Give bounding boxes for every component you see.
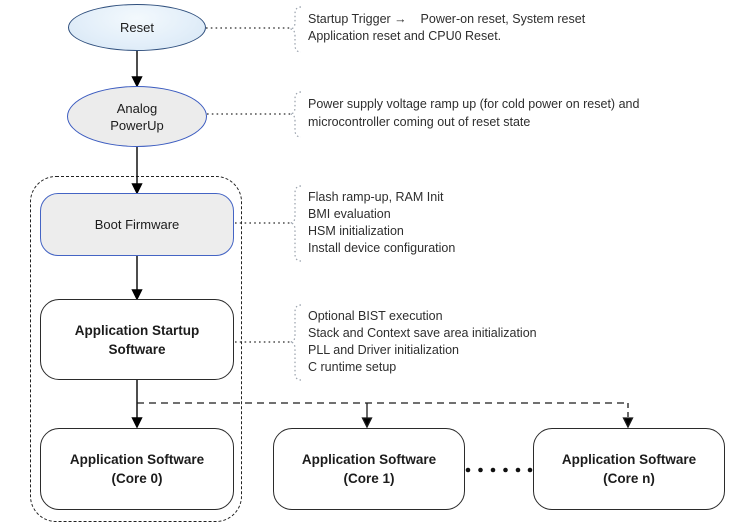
dashed-group-outline: [30, 176, 242, 522]
annotation-boot-firmware: Flash ramp-up, RAM Init BMI evaluation H…: [308, 189, 455, 257]
brace-icon: [289, 6, 302, 53]
dotted-connectors: [206, 27, 290, 343]
annotation-app-startup: Optional BIST execution Stack and Contex…: [308, 308, 537, 376]
node-boot-firmware: Boot Firmware: [40, 193, 234, 256]
node-application-software-core1: Application Software (Core 1): [273, 428, 465, 510]
brace-icon: [289, 185, 302, 262]
node-application-software-coren: Application Software (Core n): [533, 428, 725, 510]
node-label: Software: [108, 341, 166, 357]
annotation-reset: Startup Trigger → Power-on reset, System…: [308, 11, 585, 45]
arrowhead-icon: [131, 289, 143, 301]
node-reset: Reset: [68, 4, 206, 51]
node-label: (Core 1): [343, 471, 395, 486]
arrowhead-icon: [131, 417, 143, 429]
node-label: Application Software: [69, 452, 205, 467]
brace-icon: [289, 91, 302, 138]
arrowhead-icon: [131, 183, 143, 195]
annotation-line: Install device configuration: [308, 241, 456, 255]
annotation-line: C runtime setup: [308, 360, 397, 374]
node-label: Boot Firmware: [94, 217, 180, 232]
annotation-line: Application reset and CPU0 Reset.: [308, 29, 502, 43]
annotation-analog-powerup: Power supply voltage ramp up (for cold p…: [308, 96, 639, 131]
annotation-line: BMI evaluation: [308, 207, 391, 221]
annotation-line: PLL and Driver initialization: [308, 343, 460, 357]
annotation-line: Optional BIST execution: [308, 309, 443, 323]
dotted-braces: [289, 6, 302, 381]
annotation-line: HSM initialization: [308, 224, 404, 238]
node-label: Application Software: [301, 452, 437, 467]
dashed-branch: [137, 402, 634, 429]
node-label: PowerUp: [110, 117, 164, 133]
node-label: Reset: [120, 20, 154, 35]
annotation-line: Flash ramp-up, RAM Init: [308, 190, 444, 204]
node-label: Application Software: [561, 452, 697, 467]
node-label: Application Startup: [74, 322, 200, 338]
node-label: (Core n): [603, 471, 655, 486]
ellipsis-dots-icon: [465, 467, 533, 473]
flow-arrows: [131, 51, 143, 429]
node-application-software-core0: Application Software (Core 0): [40, 428, 234, 510]
node-label: (Core 0): [111, 471, 163, 486]
node-label: Analog: [116, 100, 158, 116]
annotation-line: microcontroller coming out of reset stat…: [308, 114, 531, 129]
brace-icon: [289, 304, 302, 381]
annotation-line: Power supply voltage ramp up (for cold p…: [308, 97, 640, 111]
annotation-line: Startup Trigger → Power-on reset, System…: [308, 12, 586, 26]
arrowhead-icon: [131, 76, 143, 88]
node-analog-powerup: Analog PowerUp: [67, 86, 207, 147]
annotation-line: Stack and Context save area initializati…: [308, 326, 537, 340]
arrowhead-icon: [622, 417, 634, 429]
node-application-startup-software: Application Startup Software: [40, 299, 234, 380]
arrowhead-icon: [361, 417, 373, 429]
